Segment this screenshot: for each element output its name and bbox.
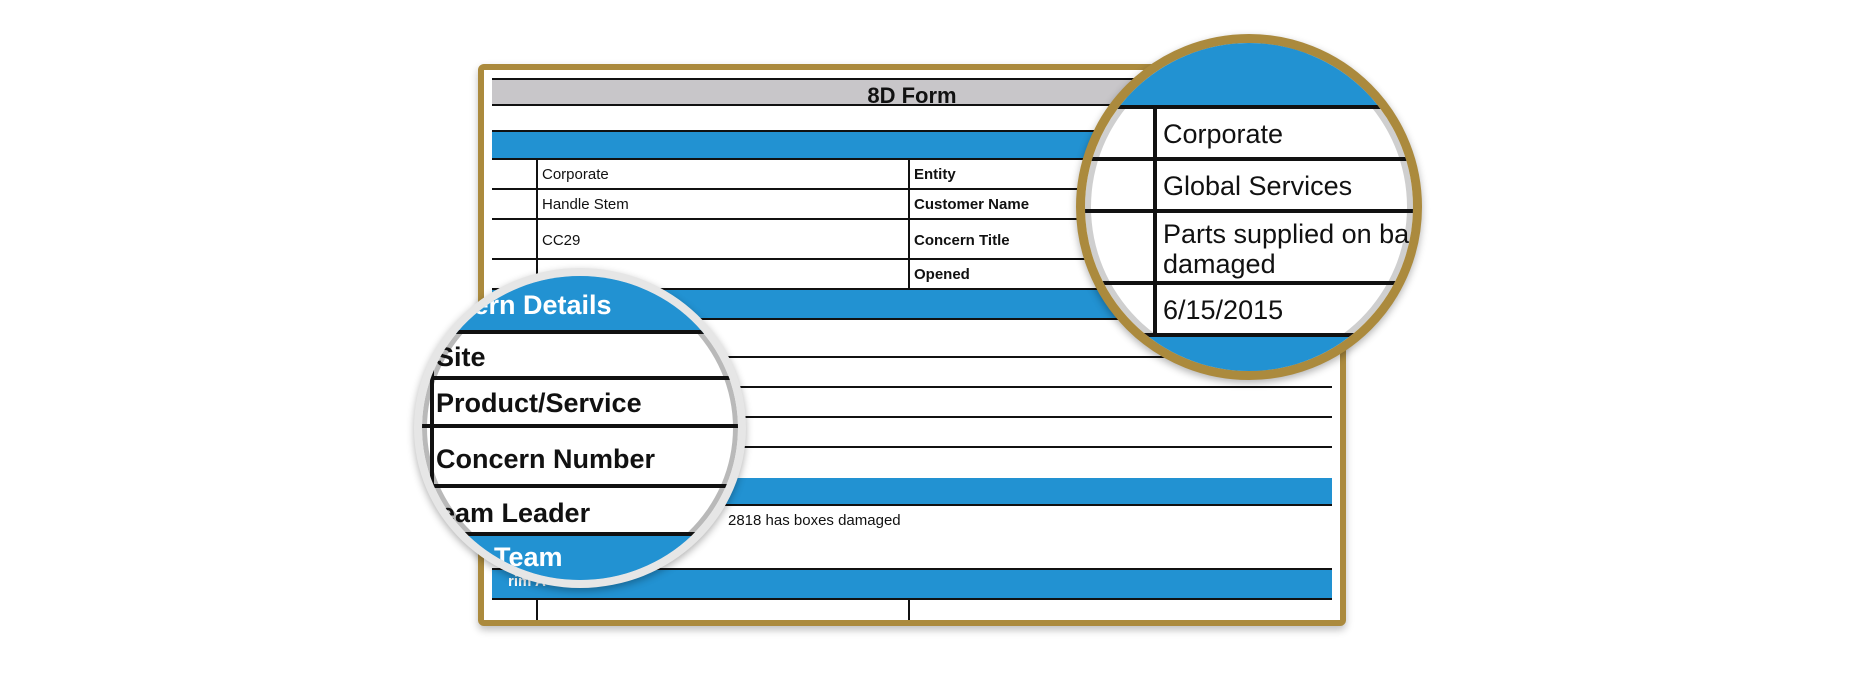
row-value: Handle Stem: [542, 196, 629, 213]
row-label: Customer Name: [914, 196, 1030, 213]
form-title: 8D Form: [867, 83, 957, 108]
zoom-value: Corporate: [1163, 119, 1284, 149]
table-row: Handle Stem Customer Name: [492, 190, 1332, 220]
zoom-value: 6/15/2015: [1163, 295, 1284, 325]
zoom-value: Parts supplied on ba: [1163, 219, 1410, 249]
zoom-value: damaged: [1163, 249, 1276, 279]
row-value: Corporate: [542, 166, 609, 183]
magnifier-left: ncern Details Site Product/Service Conce…: [414, 268, 746, 588]
magnifier-right: Corporate Global Services Parts supplied…: [1076, 34, 1422, 380]
table-row: Corporate Entity: [492, 160, 1332, 190]
row-label: Opened: [914, 266, 970, 283]
zoom-section-header: ncern Details: [442, 290, 612, 320]
zoom-label: Product/Service: [436, 388, 642, 418]
description-row: 2818 has boxes damaged: [492, 506, 1332, 570]
description-text: 2818 has boxes damaged: [728, 512, 901, 529]
zoom-label: Site: [436, 342, 486, 372]
zoom-team-header: Team: [494, 542, 563, 572]
zoom-value: Global Services: [1163, 171, 1353, 201]
table-row: [492, 600, 1332, 620]
row-value: CC29: [542, 232, 581, 249]
row-label: Entity: [914, 166, 956, 183]
row-label: Concern Title: [914, 232, 1010, 249]
table-row: CC29 Concern Title: [492, 220, 1332, 260]
zoom-label: Concern Number: [436, 444, 656, 474]
zoom-label: eam Leader: [440, 498, 591, 528]
